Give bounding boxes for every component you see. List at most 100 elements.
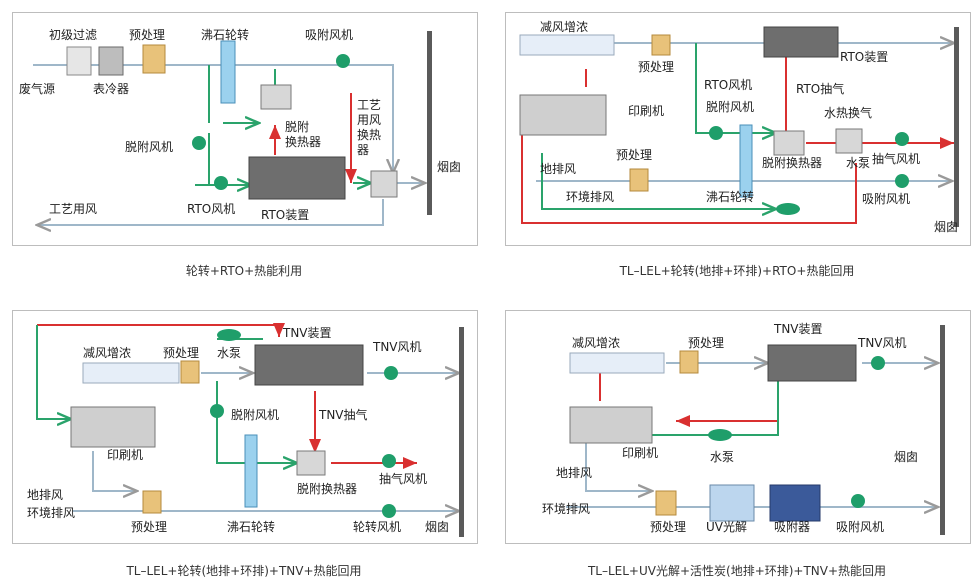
caption-panel-2: TL–LEL+轮转(地排+环排)+RTO+热能回用 <box>619 264 855 278</box>
label-zeolite-wheel: 沸石轮转 <box>201 27 249 42</box>
label-desorb-hx: 脱附换热器 <box>297 481 357 496</box>
label-ground-exhaust: 地排风 <box>27 488 63 502</box>
flow-line <box>36 325 71 419</box>
label-tnv-fan: TNV风机 <box>857 336 907 350</box>
flow-line <box>521 133 857 224</box>
heat-exchanger-icon <box>773 130 805 156</box>
label-tnv-unit: TNV装置 <box>282 326 332 340</box>
label-ads-fan: 吸附风机 <box>836 520 884 534</box>
heat-exchanger-icon <box>370 170 398 198</box>
heat-exchanger-icon <box>835 128 863 154</box>
fan-icon <box>382 504 396 518</box>
label-tnv-fan: TNV风机 <box>372 340 422 354</box>
label-rto-unit: RTO装置 <box>840 50 888 64</box>
fan-icon <box>336 54 350 68</box>
chimney-icon <box>427 31 432 215</box>
label-desorb-hx: 脱附换热器 <box>762 155 822 170</box>
label-pretreat-bottom: 预处理 <box>650 520 686 534</box>
label-env-exhaust: 环境排风 <box>566 189 614 204</box>
pump-icon <box>776 203 800 215</box>
printer-icon <box>569 406 653 444</box>
chimney-icon <box>459 327 464 537</box>
tnv-unit-icon <box>254 344 364 386</box>
rto-unit-icon <box>248 156 346 200</box>
label-process-air: 工艺用风 <box>49 202 97 216</box>
label-rto-exhaust: RTO抽气 <box>796 81 844 96</box>
flow-line <box>92 451 137 491</box>
fan-icon <box>871 356 885 370</box>
label-ads-fan: 吸附风机 <box>305 28 353 42</box>
adsorber-icon <box>769 484 821 522</box>
label-pretreat-top: 预处理 <box>688 336 724 350</box>
rto-lel-diagram: 减风增浓 预处理 RTO装置 RTO风机 RTO抽气 脱附风机 水热换气 印刷机… <box>519 20 959 234</box>
pretreat-icon <box>655 490 677 516</box>
flow-line <box>541 153 776 209</box>
label-desorb-fan: 脱附风机 <box>231 407 279 422</box>
label-waste-source: 废气源 <box>19 81 55 96</box>
label-env-exhaust: 环境排风 <box>542 501 590 516</box>
label-pretreat-bottom: 预处理 <box>131 520 167 534</box>
label-reduce-air: 减风增浓 <box>83 346 131 360</box>
label-exhaust-fan: 抽气风机 <box>872 151 920 166</box>
label-rto-fan: RTO风机 <box>187 202 235 216</box>
label-ground-exhaust: 地排风 <box>540 162 576 176</box>
label-rto-unit: RTO装置 <box>261 208 309 222</box>
pretreat-icon <box>651 34 671 56</box>
pretreat-icon <box>629 168 649 192</box>
flow-line <box>646 375 779 436</box>
caption-panel-4: TL–LEL+UV光解+活性炭(地排+环排)+TNV+热能回用 <box>587 564 887 578</box>
printer-icon <box>519 94 607 136</box>
label-pump: 水泵 <box>217 346 241 360</box>
rto-diagram: 初级过滤 预处理 沸石轮转 吸附风机 废气源 表冷器 脱附换热器 工艺用风换热器… <box>19 27 461 245</box>
heat-exchanger-icon <box>296 450 326 476</box>
uv-unit-icon <box>709 484 755 522</box>
pretreat-icon <box>679 350 699 374</box>
rto-unit-icon <box>763 26 839 58</box>
chimney-icon <box>954 27 959 227</box>
fan-icon <box>384 366 398 380</box>
pretreat-icon <box>142 44 166 74</box>
label-water-hx: 水热换气 <box>824 105 872 120</box>
diagram-panel-rto: 初级过滤 预处理 沸石轮转 吸附风机 废气源 表冷器 脱附换热器 工艺用风换热器… <box>12 12 478 246</box>
label-desorb-fan: 脱附风机 <box>706 99 754 114</box>
label-pretreat-mid: 预处理 <box>616 148 652 162</box>
label-chimney: 烟囱 <box>894 450 918 464</box>
label-chimney: 烟囱 <box>437 160 461 174</box>
fan-icon <box>382 454 396 468</box>
label-tnv-exhaust: TNV抽气 <box>318 407 368 422</box>
fan-icon <box>214 176 228 190</box>
label-ground-exhaust: 地排风 <box>556 466 592 480</box>
diagram-panel-tnv-wheel: TNV装置 减风增浓 预处理 水泵 TNV风机 脱附风机 TNV抽气 印刷机 脱… <box>12 310 478 544</box>
label-rto-fan: RTO风机 <box>704 78 752 92</box>
heat-exchanger-icon <box>260 84 292 110</box>
label-primary-filter: 初级过滤 <box>49 28 97 42</box>
concentrator-icon <box>82 362 180 384</box>
label-tnv-unit: TNV装置 <box>773 322 823 336</box>
fan-icon <box>895 174 909 188</box>
label-exhaust-fan: 抽气风机 <box>379 471 427 486</box>
tnv-wheel-diagram: TNV装置 减风增浓 预处理 水泵 TNV风机 脱附风机 TNV抽气 印刷机 脱… <box>27 323 464 537</box>
label-printer: 印刷机 <box>628 104 664 118</box>
zeolite-wheel-icon <box>244 434 258 508</box>
tnv-uv-diagram: TNV装置 减风增浓 预处理 TNV风机 印刷机 水泵 烟囱 地排风 环境排风 … <box>542 322 945 535</box>
fan-icon <box>192 136 206 150</box>
diagram-panel-tnv-uv: TNV装置 减风增浓 预处理 TNV风机 印刷机 水泵 烟囱 地排风 环境排风 … <box>505 310 971 544</box>
caption-panel-3: TL–LEL+轮转(地排+环排)+TNV+热能回用 <box>126 564 362 578</box>
filter-icon <box>66 46 92 76</box>
concentrator-icon <box>569 352 665 374</box>
heat-flow-line <box>676 375 779 427</box>
label-pump: 水泵 <box>710 450 734 464</box>
tnv-unit-icon <box>767 344 857 382</box>
label-adsorber: 吸附器 <box>774 520 810 534</box>
pretreat-icon <box>142 490 162 514</box>
fan-icon <box>210 404 224 418</box>
label-pretreat-top: 预处理 <box>163 346 199 360</box>
label-printer: 印刷机 <box>107 448 143 462</box>
label-pretreat: 预处理 <box>129 28 165 42</box>
label-uv: UV光解 <box>706 520 747 534</box>
label-chimney: 烟囱 <box>425 520 449 534</box>
pretreat-icon <box>180 360 200 384</box>
label-pretreat-top: 预处理 <box>638 60 674 74</box>
pump-icon <box>708 429 732 441</box>
label-zeolite-wheel: 沸石轮转 <box>227 519 275 534</box>
